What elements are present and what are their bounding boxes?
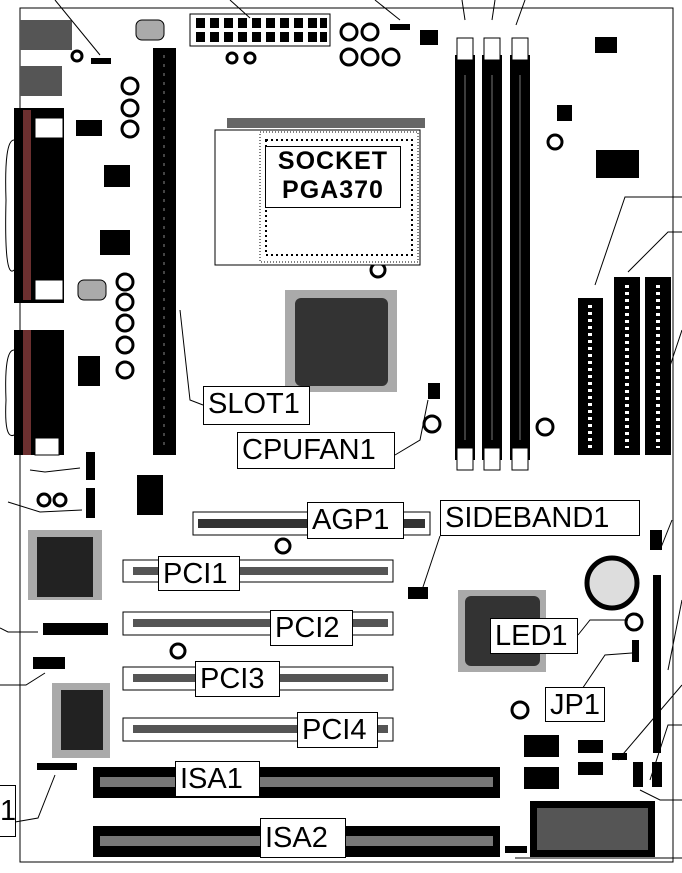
crystals — [77, 19, 165, 301]
regulators — [76, 30, 639, 789]
socket-label-line1: SOCKET — [277, 147, 389, 175]
headers — [33, 24, 662, 853]
jp1-label: JP1 — [545, 687, 605, 722]
slot1-connector — [153, 48, 176, 455]
ps2-port — [20, 20, 72, 50]
left-partial-label: 1 — [0, 785, 16, 837]
pci4-label: PCI4 — [297, 712, 378, 748]
pci2-label: PCI2 — [270, 610, 353, 646]
sideband1-label: SIDEBAND1 — [440, 500, 640, 536]
capacitors — [36, 22, 644, 720]
slot1-label: SLOT1 — [203, 386, 310, 425]
dimm-slots — [455, 37, 530, 471]
atx-power-connector — [189, 13, 331, 47]
isa2-label: ISA2 — [260, 818, 346, 858]
agp1-label: AGP1 — [307, 502, 404, 539]
socket-label: SOCKET PGA370 — [265, 146, 401, 208]
cpufan1-label: CPUFAN1 — [237, 432, 395, 469]
serial-port — [5, 330, 64, 456]
socket-label-line2: PGA370 — [282, 176, 384, 204]
ide-connectors — [578, 277, 671, 455]
parallel-port — [5, 108, 64, 303]
led1-label: LED1 — [490, 618, 578, 654]
isa1-label: ISA1 — [175, 761, 260, 797]
pci3-label: PCI3 — [195, 661, 280, 697]
cmos-battery — [584, 555, 640, 611]
pci1-label: PCI1 — [158, 556, 240, 591]
usb-port — [20, 66, 62, 96]
